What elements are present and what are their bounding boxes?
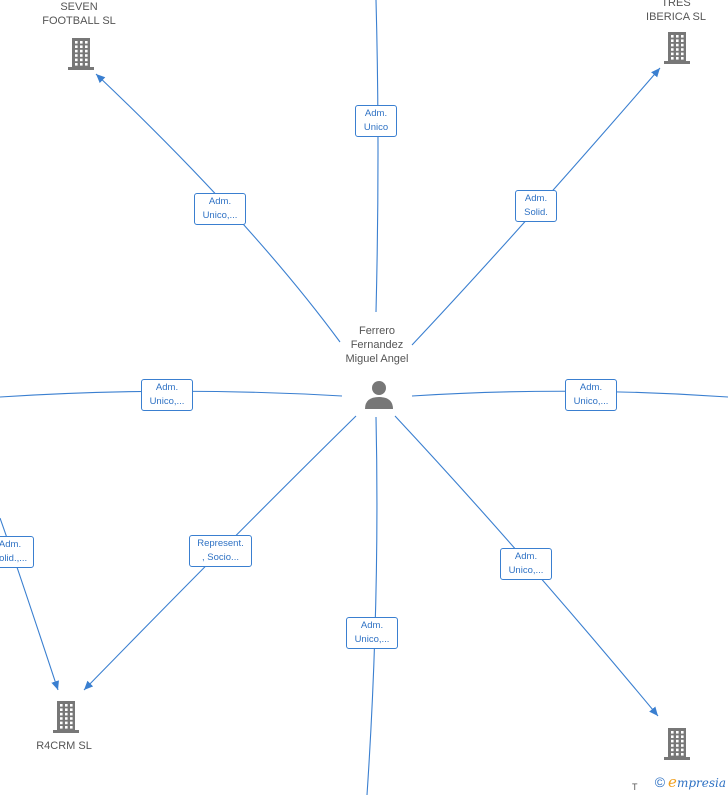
edge-label-right[interactable]: Adm. Unico,...	[565, 379, 617, 411]
building-icon[interactable]	[662, 726, 692, 760]
center-person-label: Ferrero Fernandez Miguel Angel	[345, 325, 409, 365]
edge-label-top[interactable]: Adm. Unico	[355, 105, 397, 137]
clipped-node-label: T	[632, 782, 638, 792]
person-icon[interactable]	[363, 378, 395, 410]
edge-label-bottom[interactable]: Adm. Unico,...	[346, 617, 398, 649]
node-tres-iberica-label[interactable]: TRES IBERICA SL	[646, 0, 706, 23]
node-r4crm-label[interactable]: R4CRM SL	[36, 740, 92, 752]
edge-label-r4crm[interactable]: Represent. , Socio...	[189, 535, 252, 567]
empresia-brand[interactable]: © empresia	[655, 773, 726, 791]
edge-bottom	[366, 416, 378, 795]
edge-far-left	[0, 517, 59, 691]
edge-label-tres-iberica[interactable]: Adm. Solid.	[515, 190, 557, 222]
building-icon[interactable]	[51, 699, 81, 733]
edge-label-left[interactable]: Adm. Unico,...	[141, 379, 193, 411]
node-seven-football-label[interactable]: SEVEN FOOTBALL SL	[42, 1, 116, 27]
edge-top	[375, 0, 379, 313]
brand-logo: empresia	[668, 773, 726, 791]
edge-label-far-left[interactable]: Adm. Solid.,...	[0, 536, 34, 568]
edge-label-bottom-right[interactable]: Adm. Unico,...	[500, 548, 552, 580]
edge-label-seven-football[interactable]: Adm. Unico,...	[194, 193, 246, 225]
building-icon[interactable]	[662, 30, 692, 64]
copyright-icon: ©	[654, 774, 666, 790]
building-icon[interactable]	[66, 36, 96, 70]
